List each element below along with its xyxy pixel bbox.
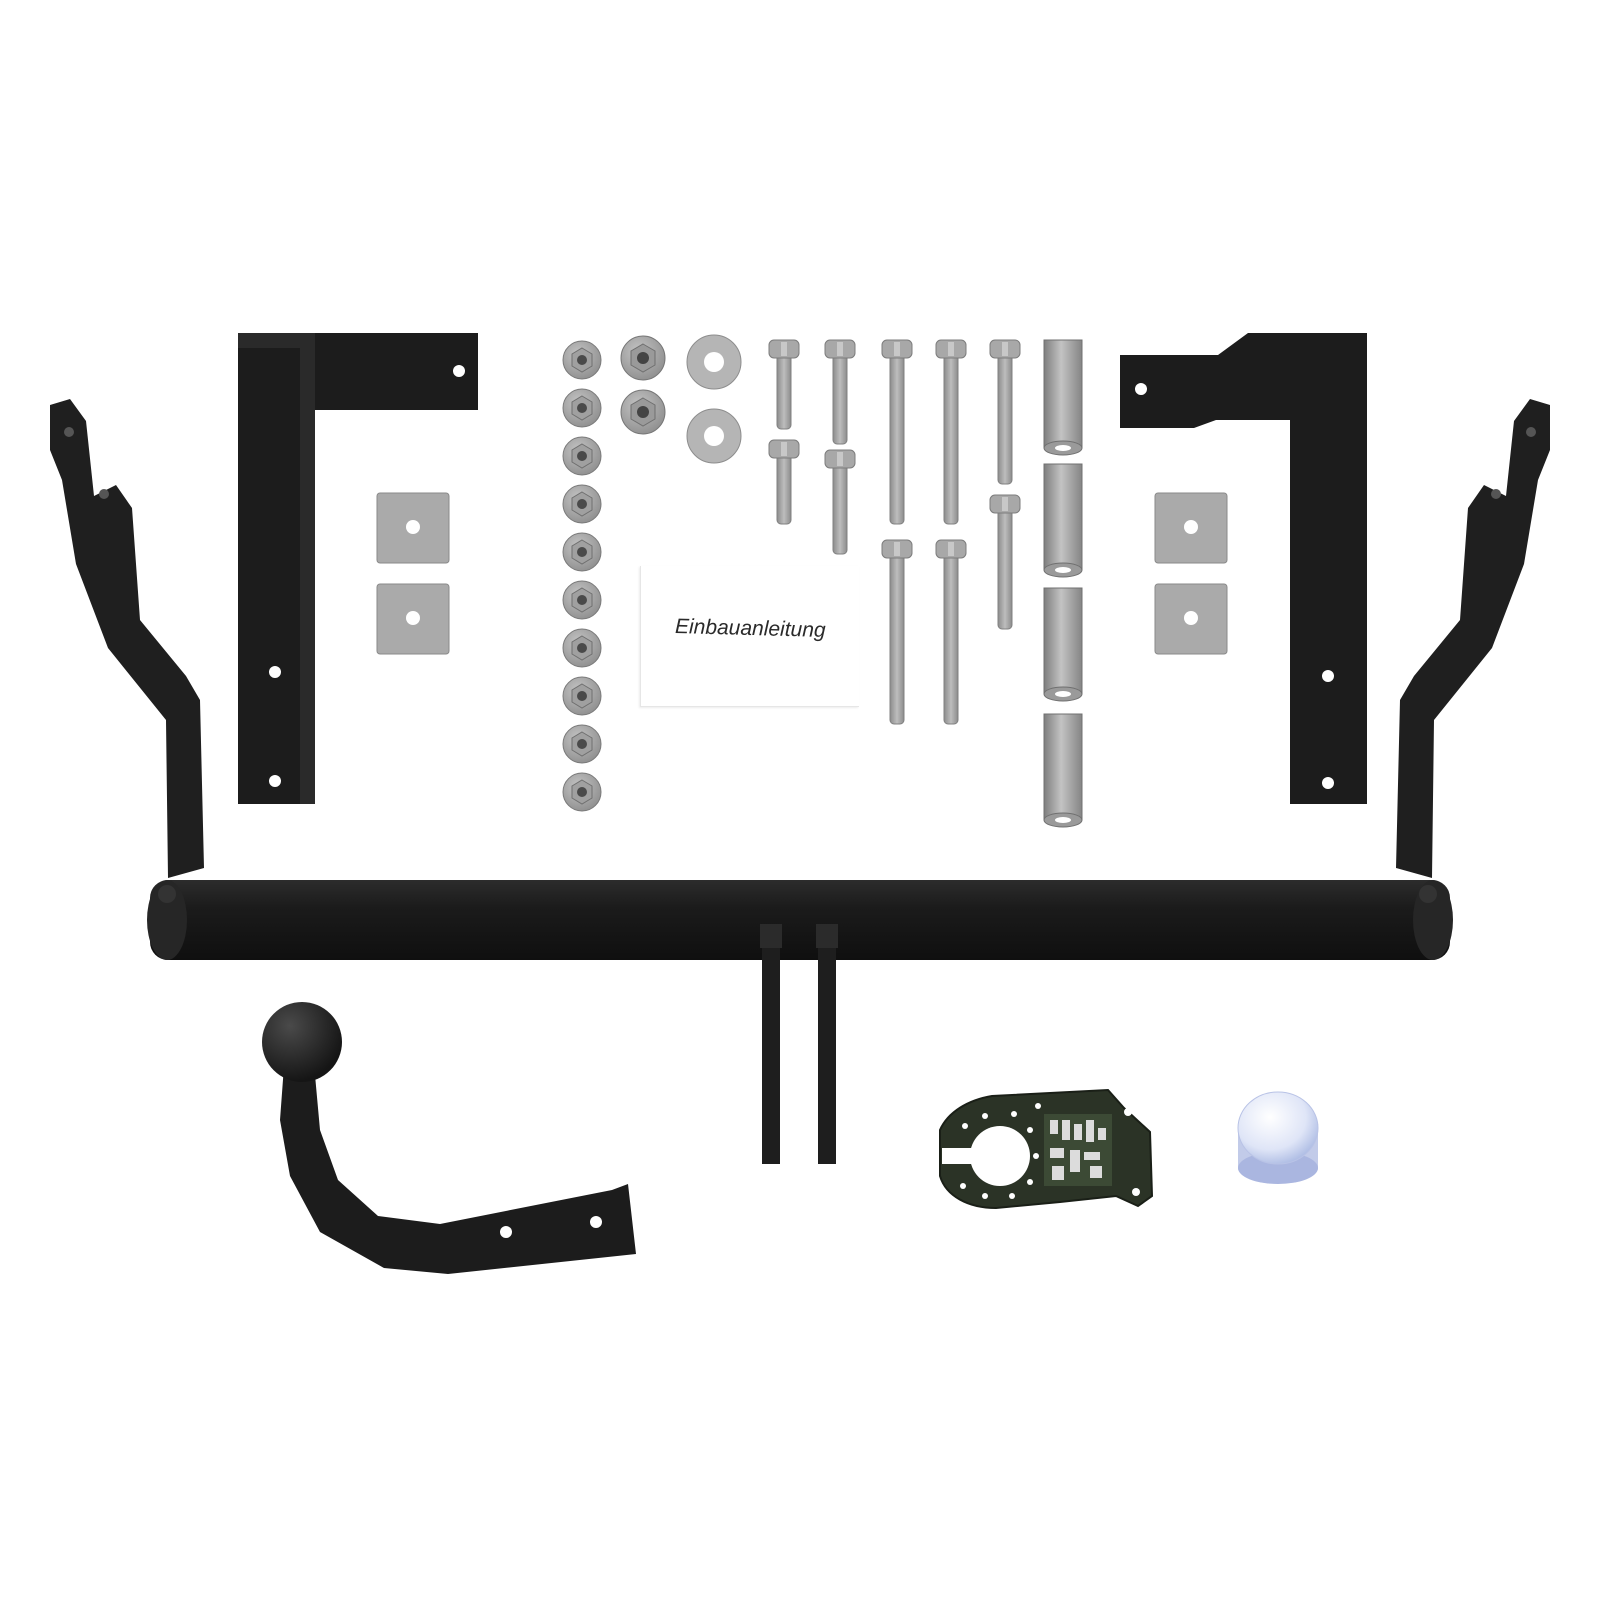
- flange-nut: [562, 580, 602, 620]
- bolt: [824, 449, 856, 555]
- spacer-sleeve: [1043, 463, 1083, 578]
- spacer-sleeve: [1043, 339, 1083, 456]
- manual-title: Einbauanleitung: [674, 615, 826, 642]
- arm-hole: [1526, 427, 1536, 437]
- square-plate: [1154, 583, 1228, 655]
- bolt: [768, 439, 800, 525]
- square-plate: [1154, 492, 1228, 564]
- bolt: [989, 494, 1021, 630]
- tow-ball-neck: [280, 1064, 636, 1274]
- large-nut: [620, 389, 666, 435]
- main-cross-tube: [150, 880, 1450, 960]
- flange-nut: [562, 628, 602, 668]
- bolt-set: [768, 339, 1021, 725]
- flange-nut-column: [562, 340, 602, 812]
- left-side-arm: [50, 399, 204, 878]
- bolt: [824, 339, 856, 445]
- bolt: [768, 339, 800, 430]
- tow-ball: [262, 1002, 342, 1082]
- flange-nut: [562, 532, 602, 572]
- arm-hole: [1491, 489, 1501, 499]
- arm-hole: [64, 427, 74, 437]
- flange-nut: [562, 484, 602, 524]
- flange-nut: [562, 388, 602, 428]
- bolt: [989, 339, 1021, 485]
- square-plate: [376, 583, 450, 655]
- bracket-edge: [238, 333, 315, 804]
- weld-dot: [1419, 885, 1437, 903]
- spacer-sleeve: [1043, 587, 1083, 702]
- spacer-sleeve: [1043, 713, 1083, 828]
- bolt: [881, 339, 913, 525]
- flange-nut: [562, 436, 602, 476]
- arm-hole: [99, 489, 109, 499]
- flange-nut: [562, 772, 602, 812]
- right-side-arm: [1396, 399, 1550, 878]
- central-mount-plate: [818, 924, 836, 1164]
- spacer-sleeves: [1043, 339, 1083, 828]
- bolt: [881, 539, 913, 725]
- neck-hole: [590, 1216, 602, 1228]
- tube-end-cap: [147, 880, 187, 960]
- installation-manual: Einbauanleitung: [640, 566, 859, 707]
- chrome-cap: [1237, 1091, 1319, 1184]
- bracket-hole: [1135, 383, 1147, 395]
- flange-nut: [562, 676, 602, 716]
- washer: [686, 334, 742, 390]
- large-nut: [620, 335, 666, 381]
- mount-plate-top: [816, 924, 838, 948]
- left-l-bracket: [238, 333, 478, 804]
- flange-nut: [562, 340, 602, 380]
- bracket-hole: [453, 365, 465, 377]
- mount-plate-top: [760, 924, 782, 948]
- bracket-hole: [269, 775, 281, 787]
- right-l-bracket: [1120, 333, 1367, 804]
- bracket-hole: [1322, 670, 1334, 682]
- bracket-hole: [269, 666, 281, 678]
- bracket-hole: [1322, 777, 1334, 789]
- neck-hole: [500, 1226, 512, 1238]
- washer: [686, 408, 742, 464]
- flange-nut: [562, 724, 602, 764]
- square-plate: [376, 492, 450, 564]
- socket-mounting-plate: [939, 1088, 1154, 1210]
- weld-dot: [158, 885, 176, 903]
- bolt: [935, 539, 967, 725]
- bolt: [935, 339, 967, 525]
- central-mount-plate: [762, 924, 780, 1164]
